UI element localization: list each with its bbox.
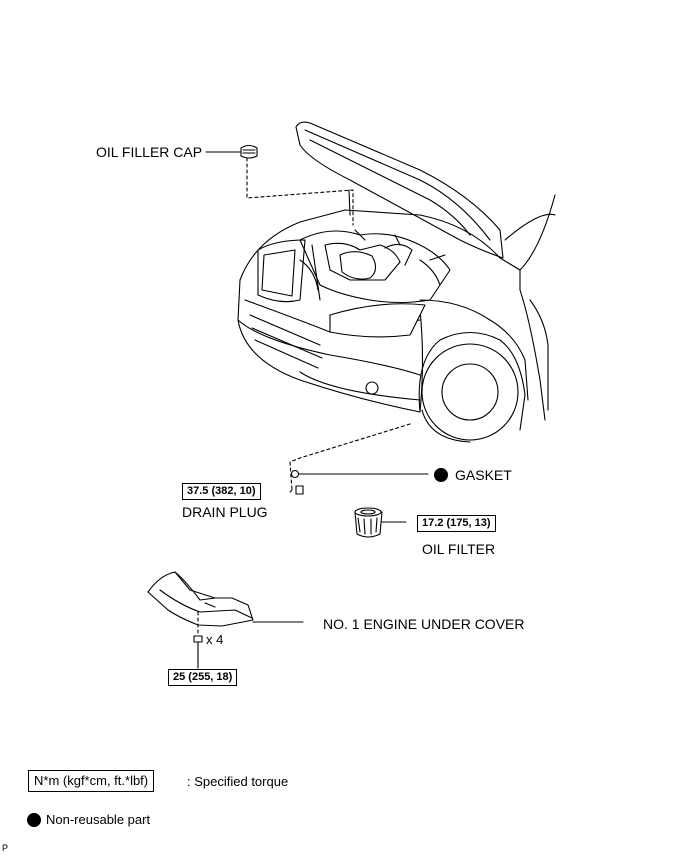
drain-plug-torque: 37.5 (382, 10) [182,483,261,500]
oil-filter-label: OIL FILTER [422,541,496,557]
under-cover-torque: 25 (255, 18) [168,669,238,686]
nonreusable-legend-text: Non-reusable part [46,812,151,827]
torque-unit-legend-box: N*m (kgf*cm, ft.*lbf) [28,770,155,792]
bolt-count-label: x 4 [206,632,224,647]
oil-filler-cap-part [205,144,354,226]
drain-plug-label: DRAIN PLUG [182,504,268,520]
oil-filter-part [354,507,407,538]
drain-plug-assembly [289,423,429,495]
footer-code: P [2,843,9,853]
gasket-label: GASKET [455,467,512,483]
oil-filler-cap-dash [246,157,354,226]
oil-filler-cap-label: OIL FILLER CAP [96,144,203,160]
nonreusable-legend-icon [27,813,41,827]
under-cover-label: NO. 1 ENGINE UNDER COVER [323,616,525,632]
torque-legend-text: : Specified torque [187,774,289,789]
drain-dash [289,423,411,491]
gasket-nonreusable-icon [434,468,448,482]
oil-filter-torque: 17.2 (175, 13) [417,515,496,532]
under-cover-part [147,571,304,669]
vehicle-body [237,194,556,443]
